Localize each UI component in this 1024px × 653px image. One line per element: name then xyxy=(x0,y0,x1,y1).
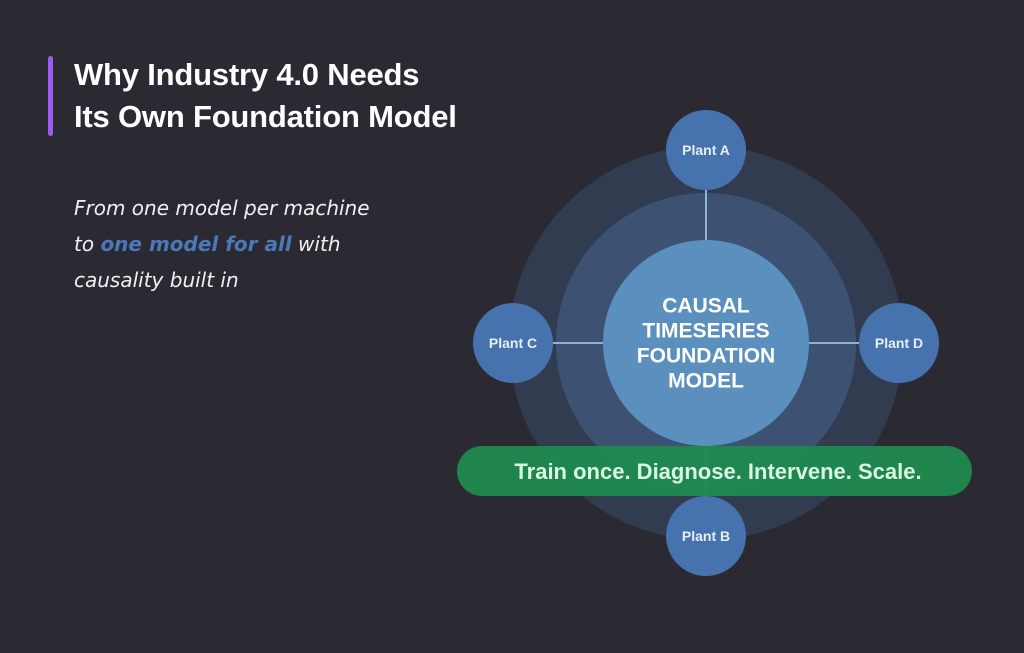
plant-nodes: Plant A Plant B Plant C Plant D xyxy=(473,110,939,576)
plant-node-top: Plant A xyxy=(666,110,746,190)
plant-circle xyxy=(859,303,939,383)
core-label-line: MODEL xyxy=(668,370,744,393)
core-model-circle xyxy=(603,240,809,446)
plant-circle xyxy=(473,303,553,383)
tagline-banner-background xyxy=(457,446,972,496)
core-label-line: TIMESERIES xyxy=(642,320,769,343)
title-line-2: Its Own Foundation Model xyxy=(74,99,457,134)
core-label-line: FOUNDATION xyxy=(637,345,775,368)
title-line-1: Why Industry 4.0 Needs xyxy=(74,57,420,92)
page-title: Why Industry 4.0 Needs Its Own Foundatio… xyxy=(74,54,457,138)
plant-circle xyxy=(666,110,746,190)
title-accent-bar xyxy=(48,56,53,136)
tagline-text: Train once. Diagnose. Intervene. Scale. xyxy=(514,459,921,484)
plant-label: Plant D xyxy=(875,335,923,351)
subtitle-part-1: From one model per machine to xyxy=(74,196,370,256)
plant-label: Plant A xyxy=(682,142,730,158)
plant-circle xyxy=(666,496,746,576)
plant-label: Plant C xyxy=(489,335,537,351)
subtitle: From one model per machine to one model … xyxy=(74,190,374,298)
tagline-banner: Train once. Diagnose. Intervene. Scale. xyxy=(457,446,972,496)
plant-node-bottom: Plant B xyxy=(666,496,746,576)
subtitle-highlight: one model for all xyxy=(100,232,292,256)
subtitle-part-2: with causality built in xyxy=(74,232,341,292)
plant-node-left: Plant C xyxy=(473,303,553,383)
plant-node-right: Plant D xyxy=(859,303,939,383)
plant-label: Plant B xyxy=(682,528,730,544)
core-label-line: CAUSAL xyxy=(662,295,750,318)
